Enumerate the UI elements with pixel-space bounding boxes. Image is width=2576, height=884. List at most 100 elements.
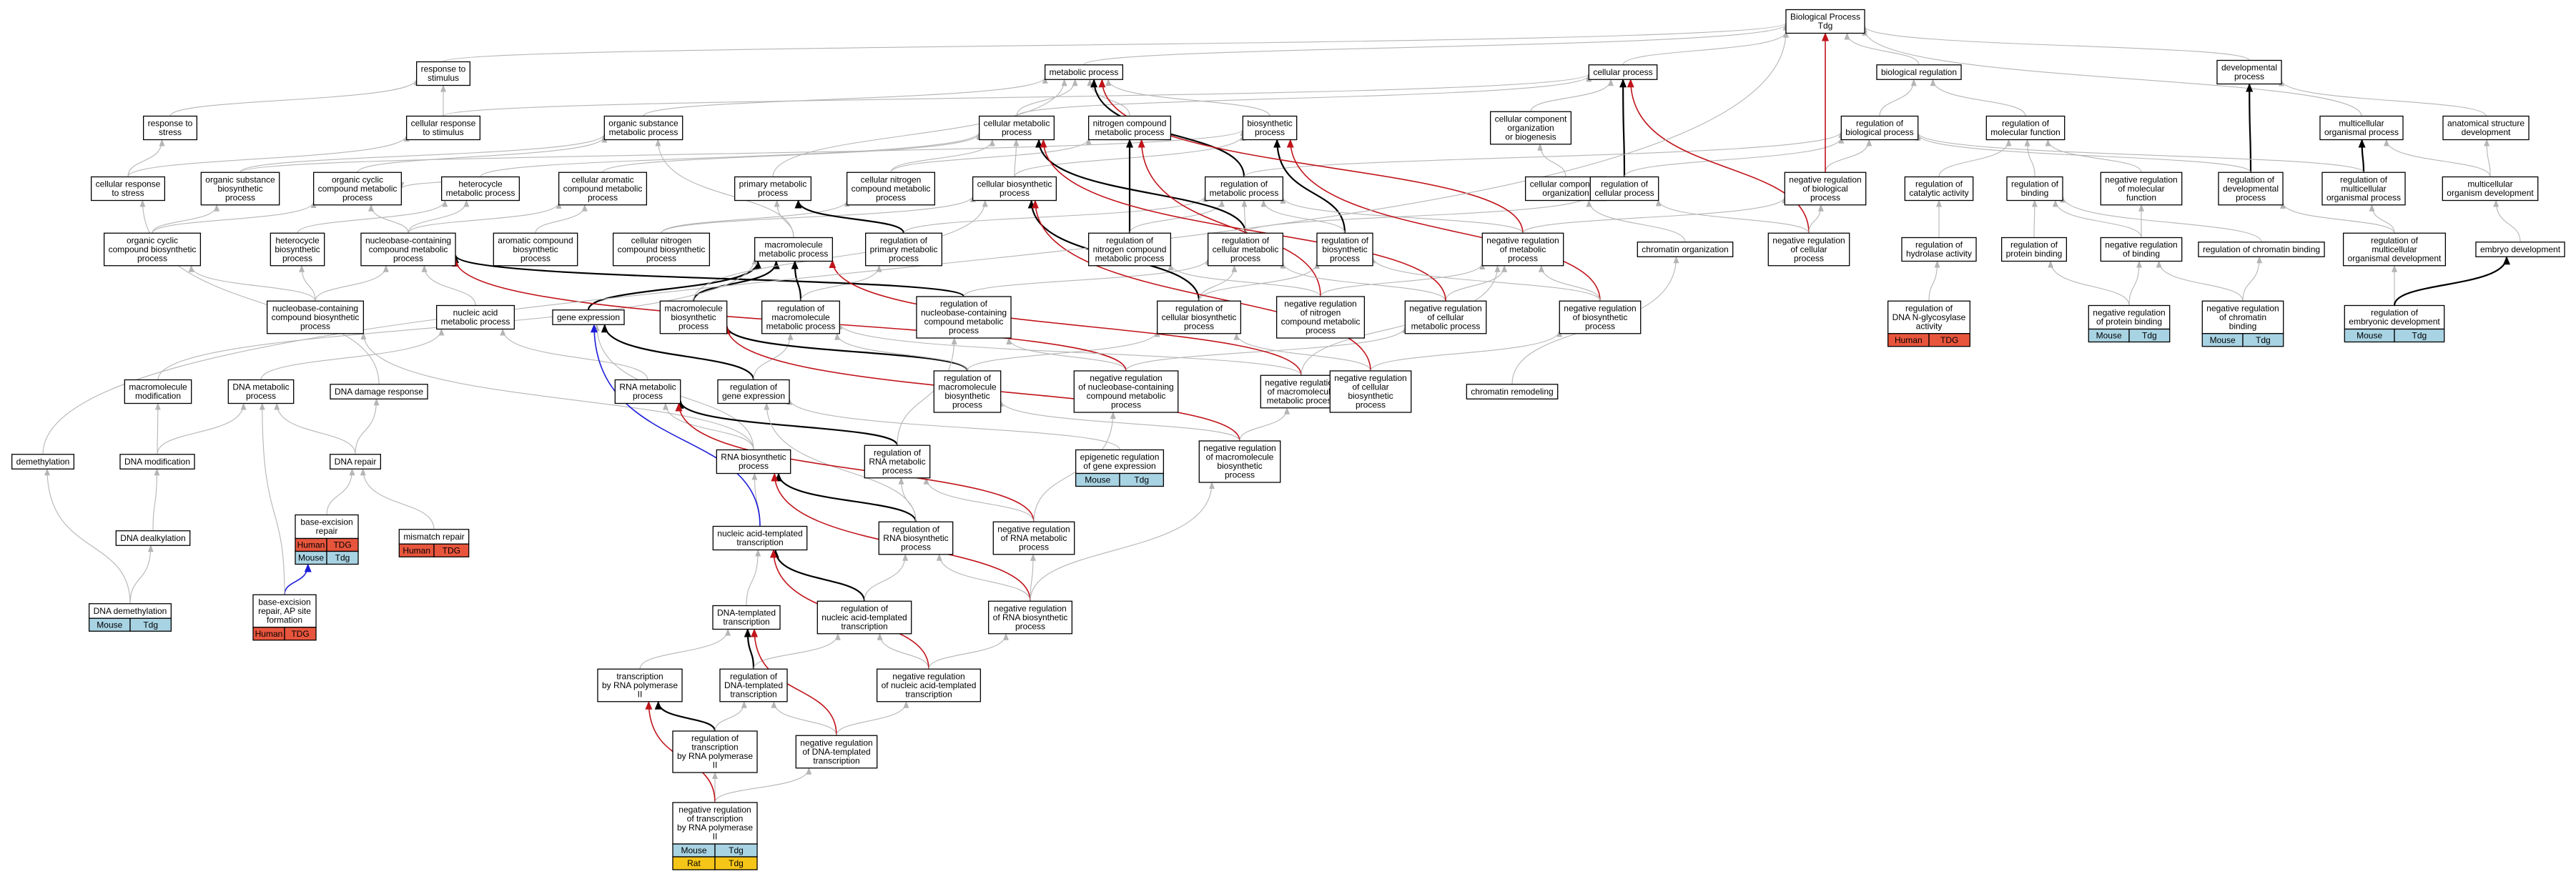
go-term-node[interactable]: regulation of chromatin binding [2198,242,2325,257]
go-term-node[interactable]: DNA dealkylation [115,530,191,546]
go-term-node[interactable]: chromatin remodeling [1466,384,1559,399]
go-term-node[interactable]: regulation ofnucleobase-containingcompou… [916,296,1012,339]
go-term-node[interactable]: embryo development [2475,242,2565,257]
go-term-node[interactable]: cellular process [1588,64,1658,80]
go-term-node[interactable]: chromatin organization [1637,242,1734,257]
go-term-node[interactable]: metabolic process [1044,64,1124,80]
go-term-node[interactable]: regulation ofmacromoleculebiosyntheticpr… [933,370,1002,413]
go-term-node[interactable]: DNA modification [119,454,195,470]
go-term-node[interactable]: demethylation [11,454,75,470]
go-term-node[interactable]: DNA damage response [330,384,428,399]
go-term-node[interactable]: gene expression [552,309,625,325]
go-term-node[interactable]: DNA repair [330,454,381,470]
go-term-node[interactable]: biological regulation [1876,64,1962,80]
